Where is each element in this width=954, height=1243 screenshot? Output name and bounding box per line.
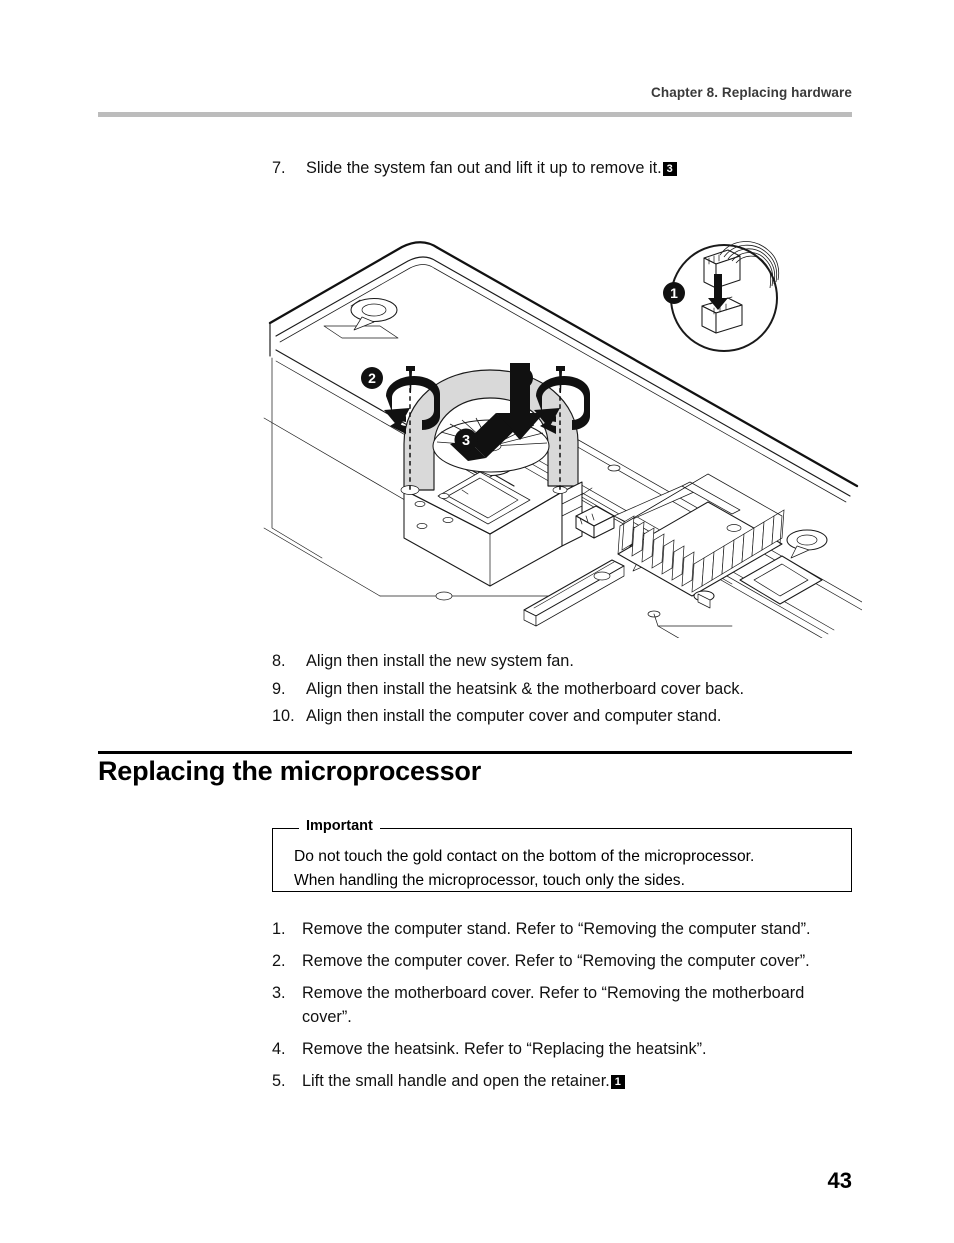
step-text: Remove the motherboard cover. Refer to “… <box>302 984 805 1026</box>
step-text: Align then install the computer cover an… <box>306 707 722 725</box>
steps-list-bottom: 1. Remove the computer stand. Refer to “… <box>272 917 858 1101</box>
fan-cable-connector <box>575 481 741 539</box>
list-item: 1. Remove the computer stand. Refer to “… <box>272 917 858 941</box>
page-header: Chapter 8. Replacing hardware <box>98 84 852 102</box>
list-item: 10. Align then install the computer cove… <box>272 703 872 731</box>
callout-badge: 3 <box>662 162 677 176</box>
step-number: 4. <box>272 1040 286 1058</box>
step-text: Align then install the new system fan. <box>306 652 574 670</box>
svg-text:1: 1 <box>670 285 678 301</box>
important-legend: Important <box>299 818 380 834</box>
step-text: Slide the system fan out and lift it up … <box>306 155 872 182</box>
step-text: Align then install the heatsink & the mo… <box>306 679 745 698</box>
system-fan-removal-diagram: .ln{fill:none;stroke:#1a1a1a;stroke-widt… <box>262 228 862 638</box>
important-line-1: Do not touch the gold contact on the bot… <box>294 848 755 865</box>
important-callout-box: Important Do not touch the gold contact … <box>272 818 852 893</box>
svg-text:3: 3 <box>462 433 470 449</box>
detail-callout-connector: 1 <box>663 241 780 352</box>
list-item: 8. Align then install the new system fan… <box>272 648 872 676</box>
important-body: Do not touch the gold contact on the bot… <box>273 829 851 893</box>
memory-slot <box>523 559 625 627</box>
header-divider <box>98 112 852 117</box>
step-text: Lift the small handle and open the retai… <box>302 1069 858 1093</box>
step-number: 7. <box>272 159 286 177</box>
chapter-title: Chapter 8. Replacing hardware <box>651 85 852 100</box>
step-number: 9. <box>272 679 286 698</box>
screw-callout-left: 2 <box>361 366 440 490</box>
list-item: 5. Lift the small handle and open the re… <box>272 1069 858 1093</box>
list-item: 9. Align then install the heatsink & the… <box>272 676 872 704</box>
page-number: 43 <box>827 1168 852 1193</box>
step-text: Remove the computer cover. Refer to “Rem… <box>302 952 810 970</box>
step-number: 2. <box>272 952 286 970</box>
page-title: Replacing the microprocessor <box>98 756 482 786</box>
cpu-socket <box>739 555 823 605</box>
svg-text:2: 2 <box>368 370 376 386</box>
step-number: 10. <box>272 707 295 725</box>
system-fan <box>403 369 583 587</box>
callout-badge: 1 <box>610 1075 625 1089</box>
step-number: 3. <box>272 984 286 1002</box>
important-line-2: When handling the microprocessor, touch … <box>294 872 685 889</box>
step-number: 5. <box>272 1072 286 1090</box>
list-item: 7. Slide the system fan out and lift it … <box>272 155 872 182</box>
step-text: Remove the computer stand. Refer to “Rem… <box>302 920 811 938</box>
steps-list-top: 7. Slide the system fan out and lift it … <box>272 155 872 182</box>
step-number: 8. <box>272 652 286 670</box>
step-text: Remove the heatsink. Refer to “Replacing… <box>302 1040 707 1058</box>
list-item: 3. Remove the motherboard cover. Refer t… <box>272 981 858 1029</box>
list-item: 4. Remove the heatsink. Refer to “Replac… <box>272 1037 858 1061</box>
step-number: 1. <box>272 920 286 938</box>
list-item: 2. Remove the computer cover. Refer to “… <box>272 949 858 973</box>
section-divider <box>98 751 852 754</box>
heatsink <box>617 473 785 609</box>
steps-list-mid: 8. Align then install the new system fan… <box>272 648 872 731</box>
